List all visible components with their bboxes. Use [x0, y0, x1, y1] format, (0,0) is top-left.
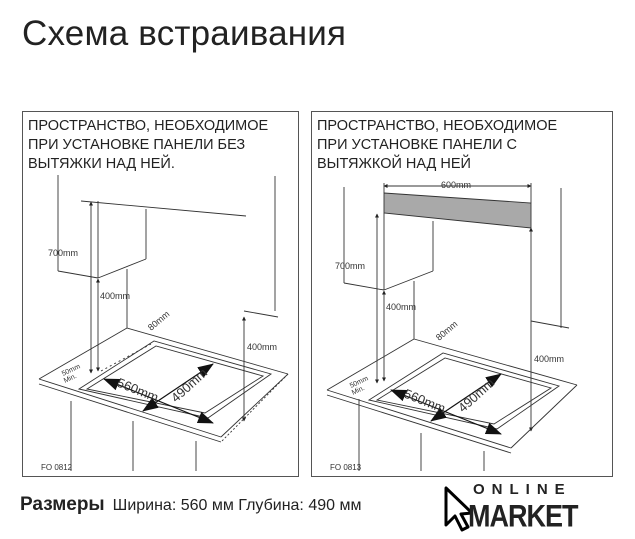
figure-code: FO 0812: [41, 463, 73, 472]
dim-490: 490mm: [168, 365, 210, 405]
heading-line: ПРИ УСТАНОВКЕ ПАНЕЛИ БЕЗ: [28, 137, 246, 153]
dim-560: 560mm: [402, 386, 448, 416]
heading-line: ПРОСТРАНСТВО, НЕОБХОДИМОЕ: [28, 118, 269, 134]
panel-heading: ПРОСТРАНСТВО, НЕОБХОДИМОЕ ПРИ УСТАНОВКЕ …: [317, 117, 557, 174]
dim-400: 400mm: [386, 302, 416, 312]
installation-panel-with-hood: ПРОСТРАНСТВО, НЕОБХОДИМОЕ ПРИ УСТАНОВКЕ …: [311, 111, 613, 477]
dim-400: 400mm: [100, 291, 130, 301]
cursor-arrow-icon: [444, 486, 473, 532]
dim-min: Min.: [63, 373, 78, 385]
installation-panel-without-hood: ПРОСТРАНСТВО, НЕОБХОДИМОЕ ПРИ УСТАНОВКЕ …: [22, 111, 299, 477]
dim-80: 80mm: [146, 309, 172, 333]
installation-diagram: 600mm 700mm 400mm 400mm 80mm 50mm Min. 5…: [326, 180, 578, 472]
dim-80: 80mm: [434, 319, 460, 343]
dim-560: 560mm: [115, 375, 161, 405]
dim-700: 700mm: [335, 261, 365, 271]
heading-line: ПРОСТРАНСТВО, НЕОБХОДИМОЕ: [317, 118, 558, 134]
cooker-hood: [383, 192, 532, 229]
dim-400-right: 400mm: [247, 342, 277, 352]
heading-line: ПРИ УСТАНОВКЕ ПАНЕЛИ С: [317, 137, 518, 153]
logo-line2: MARKET: [468, 499, 578, 534]
dim-600: 600mm: [441, 180, 471, 190]
online-market-logo: ONLINE MARKET: [443, 481, 578, 534]
dimensions-text: Ширина: 560 мм Глубина: 490 мм: [112, 497, 362, 514]
figure-code: FO 0813: [330, 463, 362, 472]
dim-400-right: 400mm: [534, 354, 564, 364]
installation-diagram: 700mm 400mm 400mm 80mm 50mm Min. 560mm 4…: [38, 175, 289, 472]
logo-line1: ONLINE: [473, 481, 572, 498]
dimensions-label: Размеры: [20, 494, 105, 515]
page-title: Схема встраивания: [22, 14, 347, 53]
panel-heading: ПРОСТРАНСТВО, НЕОБХОДИМОЕ ПРИ УСТАНОВКЕ …: [28, 117, 268, 174]
heading-line: ВЫТЯЖКИ НАД НЕЙ.: [28, 156, 175, 172]
dim-700: 700mm: [48, 248, 78, 258]
dim-min: Min.: [351, 385, 366, 397]
heading-line: ВЫТЯЖКОЙ НАД НЕЙ: [317, 156, 471, 172]
dim-490: 490mm: [455, 375, 497, 415]
dimensions-line: Размеры Ширина: 560 мм Глубина: 490 мм: [20, 494, 440, 516]
